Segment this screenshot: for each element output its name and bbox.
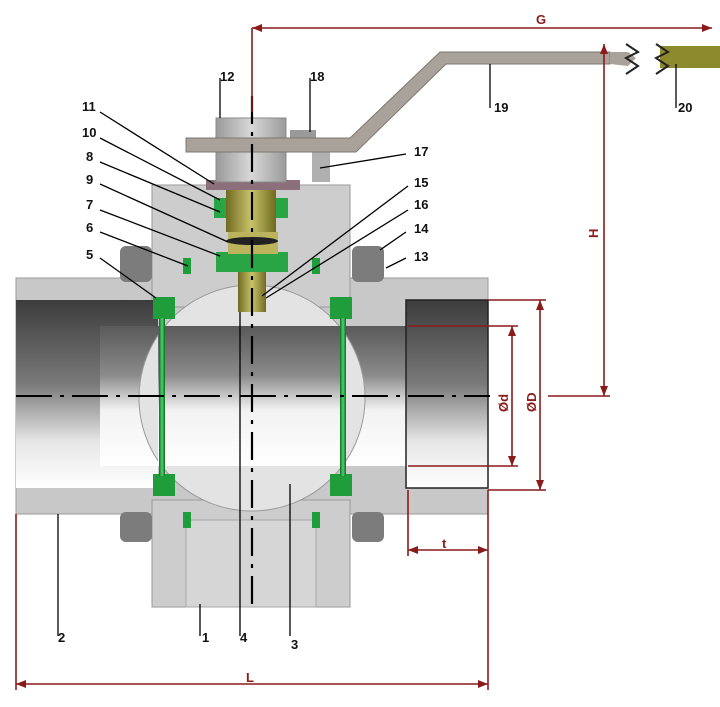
part-label-13: 13: [414, 249, 428, 264]
dimension-label-d-inner: Ød: [496, 394, 511, 412]
part-label-20: 20: [678, 100, 692, 115]
dimension-label-g: G: [536, 12, 546, 27]
part-label-7: 7: [86, 197, 93, 212]
flow-bore: [16, 299, 489, 489]
part-label-6: 6: [86, 220, 93, 235]
dimension-label-t: t: [442, 536, 447, 551]
part-label-18: 18: [310, 69, 324, 84]
leader-lines: [57, 64, 677, 636]
part-label-1: 1: [202, 630, 209, 645]
dimension-labels: G H L t Ød ØD: [246, 12, 601, 685]
part-label-3: 3: [291, 637, 298, 652]
part-label-2: 2: [58, 630, 65, 645]
dimension-label-d-outer: ØD: [524, 393, 539, 413]
center-lines: [16, 96, 490, 612]
part-label-5: 5: [86, 247, 93, 262]
part-label-10: 10: [82, 125, 96, 140]
dimension-lines: [15, 24, 712, 690]
part-label-11: 11: [82, 99, 96, 114]
part-label-17: 17: [414, 144, 428, 159]
part-label-12: 12: [220, 69, 234, 84]
part-label-9: 9: [86, 172, 93, 187]
part-labels: 11 10 8 9 7 6 5 12 18 17 15 16 14 13 19 …: [58, 69, 692, 652]
part-label-14: 14: [414, 221, 429, 236]
part-label-4: 4: [240, 630, 248, 645]
part-label-8: 8: [86, 149, 93, 164]
dimension-label-l: L: [246, 670, 254, 685]
part-label-16: 16: [414, 197, 428, 212]
lever-handle: [185, 43, 720, 153]
part-label-15: 15: [414, 175, 428, 190]
part-label-19: 19: [494, 100, 508, 115]
dimension-label-h: H: [586, 229, 601, 238]
